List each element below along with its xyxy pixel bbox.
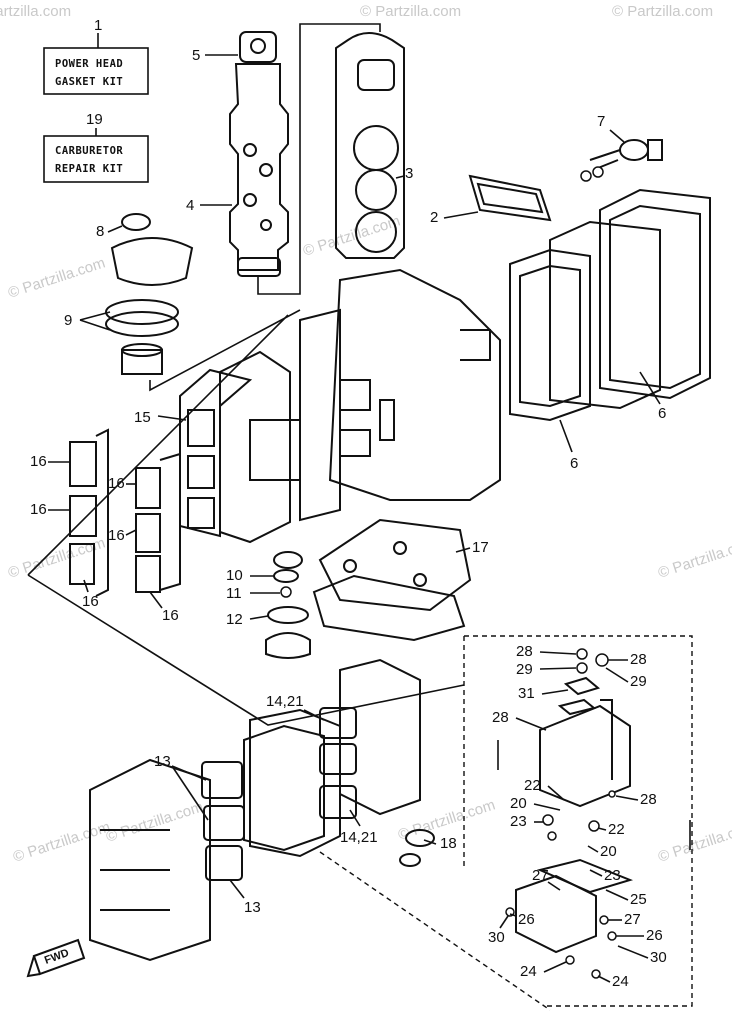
kit-label-line1: POWER HEAD — [55, 58, 123, 70]
part-number-24-a: 24 — [520, 963, 537, 980]
part-number-16-a: 16 — [30, 453, 47, 470]
part-number-27-a: 27 — [532, 867, 549, 884]
watermark-text: © Partzilla.com — [6, 254, 107, 301]
part-number-29-a: 29 — [516, 661, 533, 678]
part-number-2: 2 — [430, 209, 438, 226]
part-number-1: 1 — [94, 17, 102, 34]
part-number-8: 8 — [96, 223, 104, 240]
carburetor-detail-frame — [463, 635, 693, 1007]
part-number-16-c: 16 — [82, 593, 99, 610]
carburetor-repair-kit: 19 CARBURETOR REPAIR KIT — [43, 111, 149, 183]
part-number-28-a: 28 — [516, 643, 533, 660]
watermark-text: © Partzilla.com — [6, 534, 107, 581]
part-number-24-b: 24 — [612, 973, 629, 990]
part-10-12-bearing-seals — [265, 551, 311, 659]
part-number-29-b: 29 — [630, 673, 647, 690]
part-16-reed-valves — [69, 428, 181, 597]
part-number-7: 7 — [597, 113, 605, 130]
part-number-14-21-upper: 14,21 — [266, 693, 304, 710]
part-number-27-b: 27 — [624, 911, 641, 928]
watermark-text: © Partzilla.com — [656, 534, 732, 581]
watermark-text: © Partzilla.com — [11, 818, 112, 865]
part-number-23-a: 23 — [510, 813, 527, 830]
part-3-head-gasket — [335, 32, 405, 259]
part-2-cover-gasket — [468, 174, 552, 222]
part-4-5-gasket-stack — [229, 31, 289, 277]
watermark-text: © Partzilla.com — [0, 3, 71, 20]
part-number-26-a: 26 — [518, 911, 535, 928]
part-number-13-upper: 13 — [154, 753, 171, 770]
part-number-12: 12 — [226, 611, 243, 628]
part-number-28-c: 28 — [492, 709, 509, 726]
part-number-30-b: 30 — [650, 949, 667, 966]
power-head-gasket-kit: 1 POWER HEAD GASKET KIT — [43, 17, 149, 95]
kit-label-line2: GASKET KIT — [55, 76, 123, 88]
part-number-16-d: 16 — [108, 475, 125, 492]
part-number-5: 5 — [192, 47, 200, 64]
part-number-13-lower: 13 — [244, 899, 261, 916]
part-number-15: 15 — [134, 409, 151, 426]
part-6-exhaust-cover-gaskets — [509, 188, 711, 422]
watermark-text: © Partzilla.com — [656, 818, 732, 865]
part-number-6-lower: 6 — [570, 455, 578, 472]
part-number-16-f: 16 — [162, 607, 179, 624]
kit-label-line1: CARBURETOR — [55, 145, 123, 157]
part-8-9-seal-housing — [105, 213, 194, 375]
watermark-text: © Partzilla.com — [360, 3, 461, 20]
kit-box — [43, 47, 149, 95]
part-number-31: 31 — [518, 685, 535, 702]
part-number-9: 9 — [64, 312, 72, 329]
part-number-23-b: 23 — [604, 867, 621, 884]
carburetor-assembly — [497, 648, 691, 979]
part-number-20-a: 20 — [510, 795, 527, 812]
fwd-arrow: FWD — [26, 938, 86, 978]
part-number-25: 25 — [630, 891, 647, 908]
part-number-3: 3 — [405, 165, 413, 182]
watermark-text: © Partzilla.com — [104, 798, 205, 845]
part-number-28-b: 28 — [630, 651, 647, 668]
watermark-text: © Partzilla.com — [612, 3, 713, 20]
part-number-26-b: 26 — [646, 927, 663, 944]
part-number-28-d: 28 — [640, 791, 657, 808]
kit-label-line2: REPAIR KIT — [55, 163, 123, 175]
watermarks: © Partzilla.com © Partzilla.com © Partzi… — [0, 3, 732, 866]
lower-manifold-group — [89, 658, 435, 962]
part-number-4: 4 — [186, 197, 194, 214]
part-7-fitting — [580, 139, 663, 182]
part-number-30-a: 30 — [488, 929, 505, 946]
watermark-text: © Partzilla.com — [301, 212, 402, 259]
part-number-17: 17 — [472, 539, 489, 556]
cylinder-block — [299, 268, 501, 522]
part-number-18: 18 — [440, 835, 457, 852]
part-number-22-b: 22 — [608, 821, 625, 838]
part-number-16-e: 16 — [108, 527, 125, 544]
part-15-intake-gasket — [179, 350, 301, 544]
part-17-base-gasket — [312, 518, 472, 642]
kit-box — [43, 135, 149, 183]
part-number-14-21-lower: 14,21 — [340, 829, 378, 846]
part-number-6-upper: 6 — [658, 405, 666, 422]
part-number-11: 11 — [226, 585, 242, 602]
part-number-22-a: 22 — [524, 777, 541, 794]
part-number-10: 10 — [226, 567, 243, 584]
part-number-16-b: 16 — [30, 501, 47, 518]
part-number-20-b: 20 — [600, 843, 617, 860]
part-number-19: 19 — [86, 111, 103, 128]
